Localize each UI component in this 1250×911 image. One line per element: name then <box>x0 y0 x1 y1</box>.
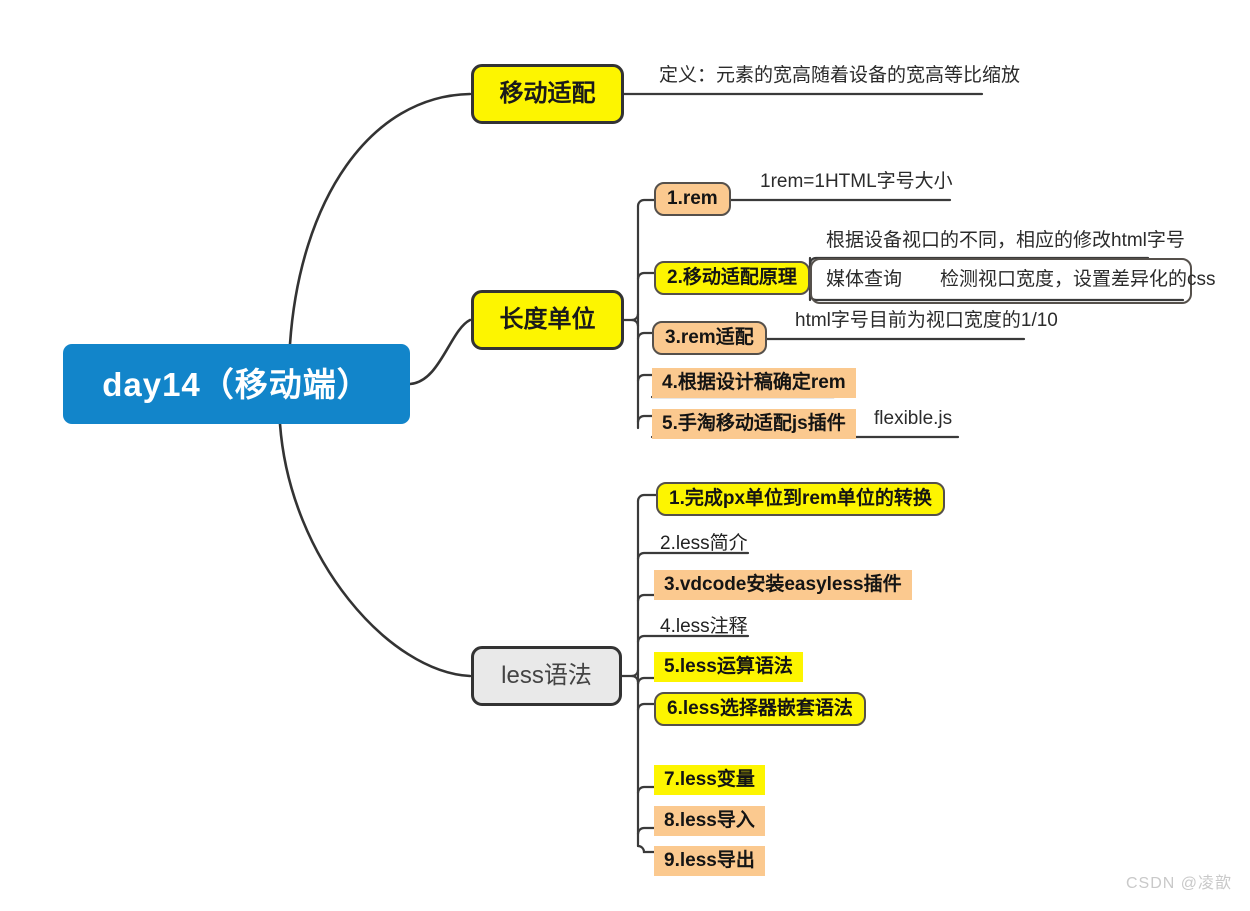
leaf-media-query: 媒体查询 <box>826 269 903 290</box>
leaf-rem-definition: 1rem=1HTML字号大小 <box>760 171 953 192</box>
node-adaptation-principle[interactable]: 2.移动适配原理 <box>654 261 810 295</box>
branch-node-mobile-adaptation[interactable]: 移动适配 <box>471 64 624 124</box>
leaf-mobile-adaptation-definition: 定义：元素的宽高随着设备的宽高等比缩放 <box>659 65 1021 86</box>
node-rem-adaptation[interactable]: 3.rem适配 <box>652 321 767 355</box>
root-node[interactable]: day14（移动端） <box>63 344 410 424</box>
node-less-1[interactable]: 1.完成px单位到rem单位的转换 <box>656 482 945 516</box>
node-determine-rem-from-design[interactable]: 4.根据设计稿确定rem <box>652 368 856 398</box>
node-rem[interactable]: 1.rem <box>654 182 731 216</box>
node-less-7[interactable]: 7.less变量 <box>654 765 765 795</box>
leaf-html-font-size-ratio: html字号目前为视口宽度的1/10 <box>795 310 1058 331</box>
node-less-2[interactable]: 2.less简介 <box>660 533 748 554</box>
node-less-9[interactable]: 9.less导出 <box>654 846 765 876</box>
node-taobao-flexible-plugin[interactable]: 5.手淘移动适配js插件 <box>652 409 856 439</box>
subgroup-adaptation-principle <box>810 258 1192 304</box>
node-less-3[interactable]: 3.vdcode安装easyless插件 <box>654 570 912 600</box>
node-less-4[interactable]: 4.less注释 <box>660 616 748 637</box>
node-less-5[interactable]: 5.less运算语法 <box>654 652 803 682</box>
branch-node-less-syntax[interactable]: less语法 <box>471 646 622 706</box>
watermark: CSDN @凌歆 <box>1125 875 1232 892</box>
leaf-flexible-js: flexible.js <box>874 408 953 429</box>
leaf-media-query-description: 检测视口宽度，设置差异化的css <box>940 269 1216 290</box>
leaf-modify-html-font-size: 根据设备视口的不同，相应的修改html字号 <box>826 230 1185 251</box>
node-less-6[interactable]: 6.less选择器嵌套语法 <box>654 692 866 726</box>
branch-node-length-unit[interactable]: 长度单位 <box>471 290 624 350</box>
node-less-8[interactable]: 8.less导入 <box>654 806 765 836</box>
